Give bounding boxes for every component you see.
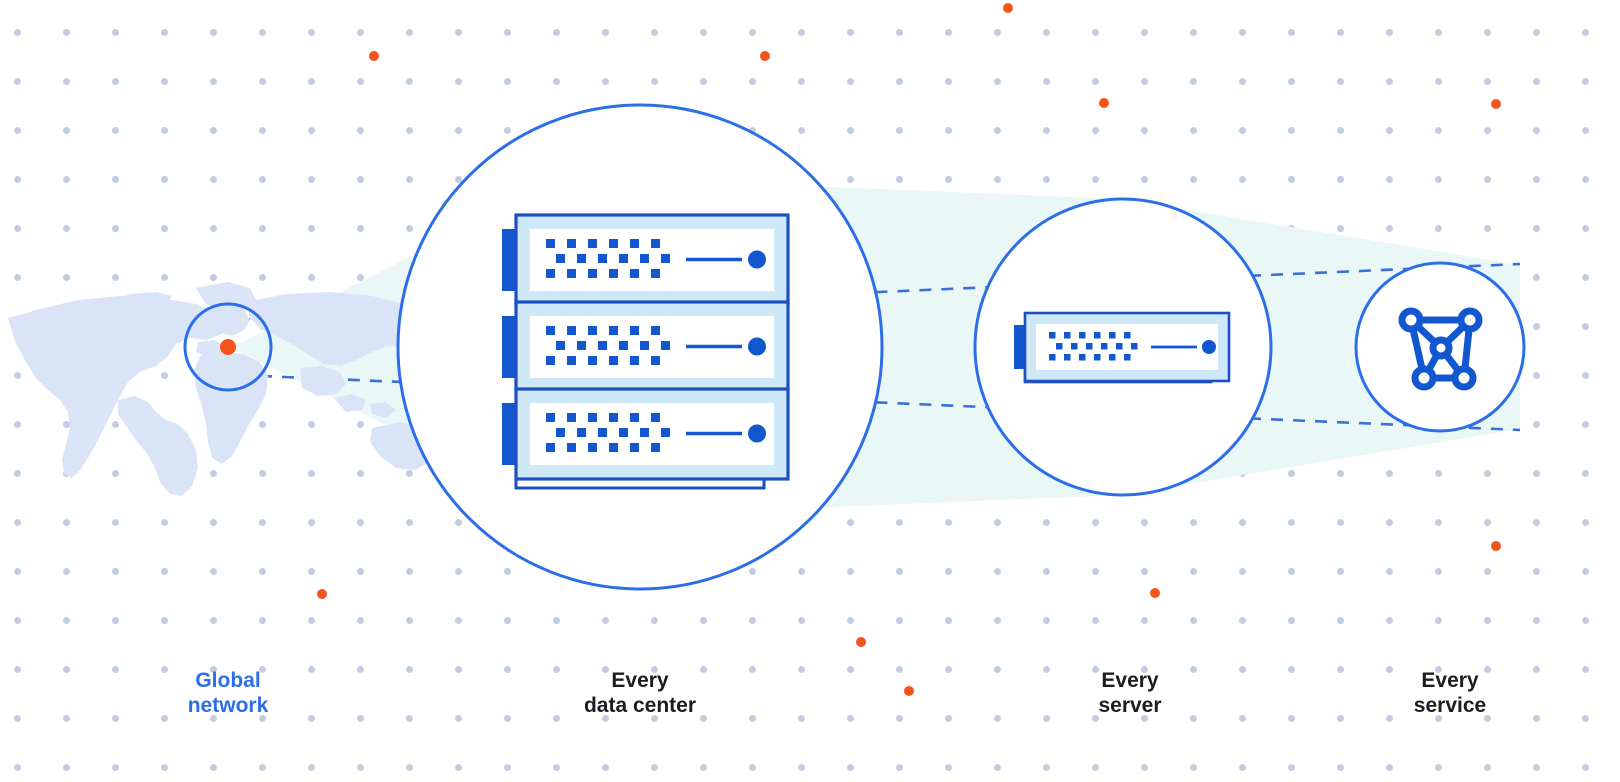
mesh-node-bottom-left bbox=[1411, 365, 1437, 391]
stage-label-server: Every server bbox=[1098, 669, 1162, 717]
mesh-node-top-right bbox=[1457, 307, 1483, 333]
mesh-node-center bbox=[1429, 336, 1453, 360]
map-focus-circle bbox=[183, 302, 273, 392]
single-server-icon bbox=[1012, 311, 1231, 384]
stage-label-data-center: Every data center bbox=[583, 669, 697, 717]
stage-label-service: Every service bbox=[1413, 669, 1487, 717]
mesh-node-bottom-right bbox=[1451, 365, 1477, 391]
map-location-pin bbox=[220, 339, 236, 355]
zoom-guide-lines bbox=[237, 262, 1521, 432]
accent-dots bbox=[317, 3, 1501, 696]
world-map-icon bbox=[8, 282, 464, 496]
stage-label-global-network: Global network bbox=[187, 669, 269, 717]
mesh-node-top-left bbox=[1398, 307, 1424, 333]
server-rack-icon bbox=[500, 213, 790, 490]
